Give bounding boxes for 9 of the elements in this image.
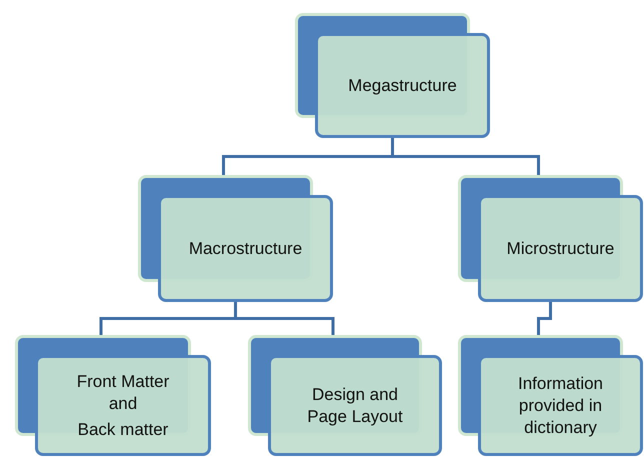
node-label: Design and Page Layout: [306, 384, 404, 428]
node-label: Back matter: [78, 418, 168, 440]
connector-line: [234, 302, 334, 335]
node-label: Megastructure: [348, 74, 457, 96]
node-label: Macrostructure: [188, 238, 302, 260]
node-label: Front Matter and: [76, 370, 170, 414]
connector-line: [537, 302, 552, 335]
node-label: Microstructure: [506, 238, 614, 260]
node-label: Information provided in dictionary: [516, 372, 604, 438]
